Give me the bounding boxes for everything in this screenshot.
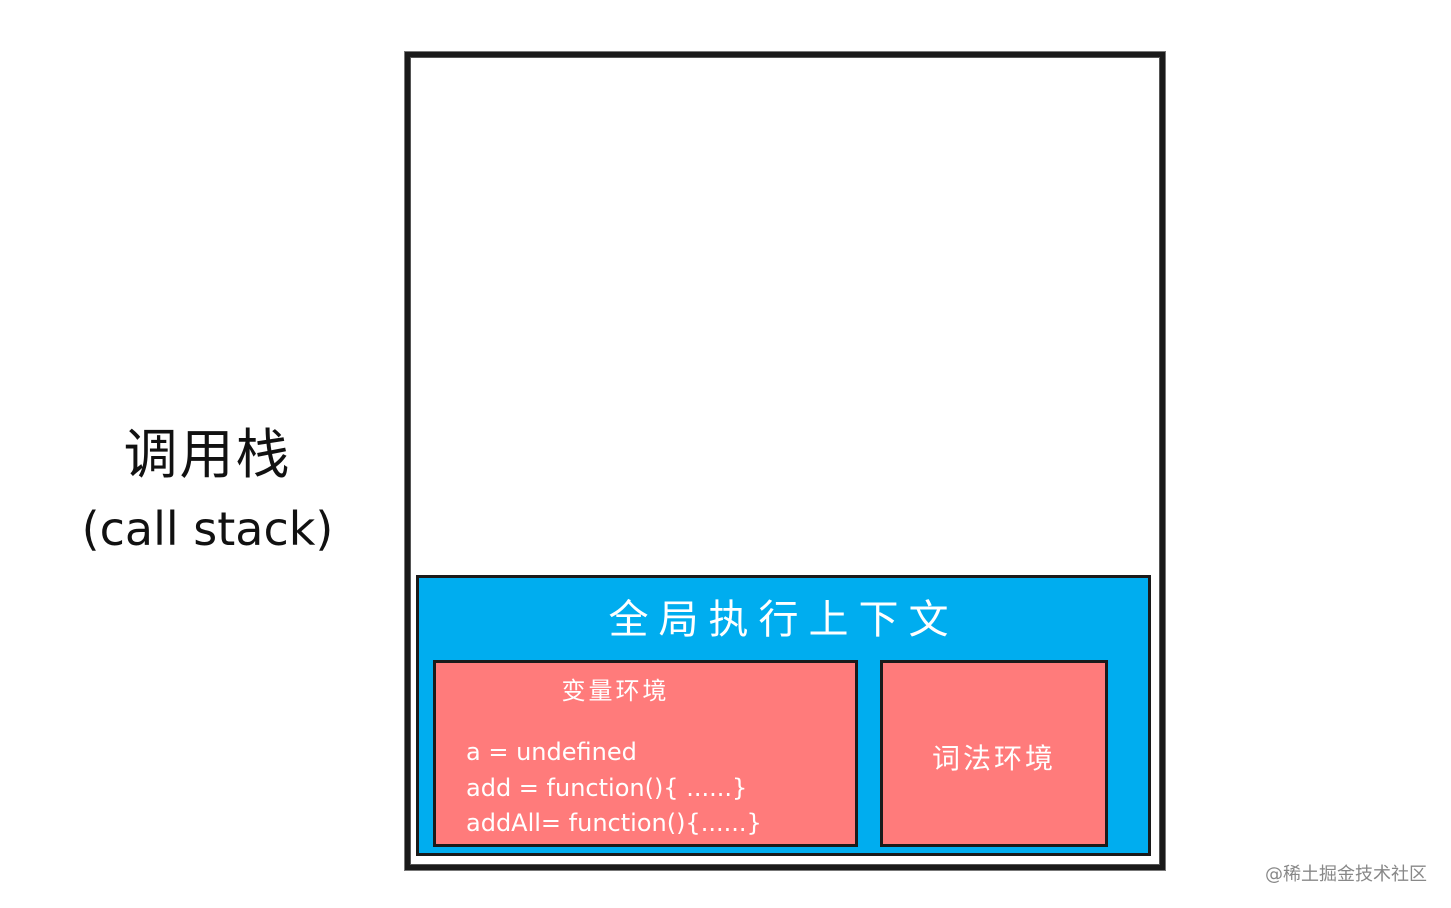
variable-line-a: a = undefined (466, 738, 637, 766)
variable-line-add: add = function(){ ......} (466, 774, 748, 802)
variable-environment: 变量环境 a = undefined add = function(){ ...… (433, 660, 858, 847)
variable-line-addall: addAll= function(){......} (466, 809, 762, 837)
lexical-environment-title: 词法环境 (931, 742, 1056, 775)
call-stack-label-zh: 调用栈 (123, 423, 292, 486)
lexical-environment: 词法环境 (880, 660, 1108, 847)
watermark: @稀土掘金技术社区 (1265, 864, 1427, 885)
call-stack-label-en: (call stack) (81, 502, 334, 556)
call-stack-label: 调用栈 (call stack) (60, 420, 355, 564)
global-execution-context-title: 全局执行上下文 (608, 597, 959, 643)
variable-environment-title: 变量环境 (561, 677, 670, 705)
